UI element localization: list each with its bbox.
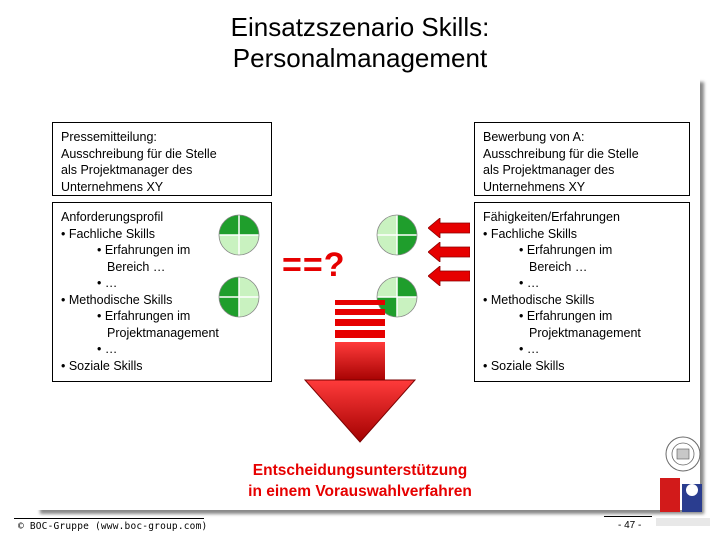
decision-line-1: Entscheidungsunterstützung — [252, 462, 468, 479]
quarter-pie-icon — [376, 276, 418, 318]
application-line: Ausschreibung für die Stelle — [483, 146, 639, 161]
abilities-line: • Erfahrungen im — [519, 243, 613, 257]
press-release-line: Ausschreibung für die Stelle — [61, 146, 217, 161]
abilities-line: Projektmanagement — [529, 325, 641, 340]
application-line: als Projektmanager des — [483, 163, 615, 177]
quarter-pie-icon — [218, 276, 260, 318]
profile-line: Projektmanagement — [107, 325, 219, 340]
footer-copyright: © BOC-Gruppe (www.boc-group.com) — [18, 521, 208, 532]
profile-line: • Methodische Skills — [61, 292, 173, 307]
quarter-pie-icon — [376, 214, 418, 256]
press-release-line: Unternehmens XY — [61, 179, 164, 194]
press-release-box: Pressemitteilung: Ausschreibung für die … — [52, 122, 272, 196]
application-box: Bewerbung von A: Ausschreibung für die S… — [474, 122, 690, 196]
footer-rule — [14, 518, 204, 519]
profile-line: • Erfahrungen im — [97, 309, 191, 323]
red-down-arrow-icon — [303, 300, 417, 443]
application-heading: Bewerbung von A: — [483, 130, 585, 144]
compare-symbol: ==? — [282, 246, 346, 284]
title-line-2: Personalmanagement — [232, 43, 488, 73]
profile-line: • Erfahrungen im — [97, 243, 191, 257]
abilities-line: Fähigkeiten/Erfahrungen — [483, 210, 620, 224]
application-line: Unternehmens XY — [483, 179, 586, 194]
abilities-line: • … — [519, 342, 540, 356]
red-arrow-left-icon — [428, 218, 470, 238]
red-arrow-left-icon — [428, 266, 470, 286]
profile-line: • … — [97, 342, 118, 356]
slide-title: Einsatzszenario Skills: Personalmanageme… — [0, 12, 720, 74]
abilities-line: • Erfahrungen im — [519, 309, 613, 323]
profile-line: • … — [97, 276, 118, 290]
abilities-line: • Fachliche Skills — [483, 226, 577, 241]
page-number: - 47 - — [618, 520, 642, 531]
profile-line: • Soziale Skills — [61, 358, 143, 373]
abilities-box: Fähigkeiten/Erfahrungen • Fachliche Skil… — [474, 202, 690, 382]
abilities-line: Bereich … — [529, 259, 588, 274]
university-boc-logo — [656, 436, 710, 526]
page-number-rule — [604, 516, 652, 517]
profile-line: • Fachliche Skills — [61, 226, 155, 241]
decision-caption: Entscheidungsunterstützung in einem Vora… — [200, 460, 520, 502]
title-line-1: Einsatzszenario Skills: — [230, 12, 490, 42]
press-release-line: als Projektmanager des — [61, 163, 193, 177]
quarter-pie-icon — [218, 214, 260, 256]
abilities-line: • Soziale Skills — [483, 358, 565, 373]
press-release-heading: Pressemitteilung: — [61, 130, 157, 144]
abilities-line: • Methodische Skills — [483, 292, 595, 307]
profile-line: Anforderungsprofil — [61, 210, 164, 224]
red-arrow-left-icon — [428, 242, 470, 262]
abilities-line: • … — [519, 276, 540, 290]
profile-line: Bereich … — [107, 259, 166, 274]
decision-line-2: in einem Vorauswahlverfahren — [248, 483, 472, 500]
